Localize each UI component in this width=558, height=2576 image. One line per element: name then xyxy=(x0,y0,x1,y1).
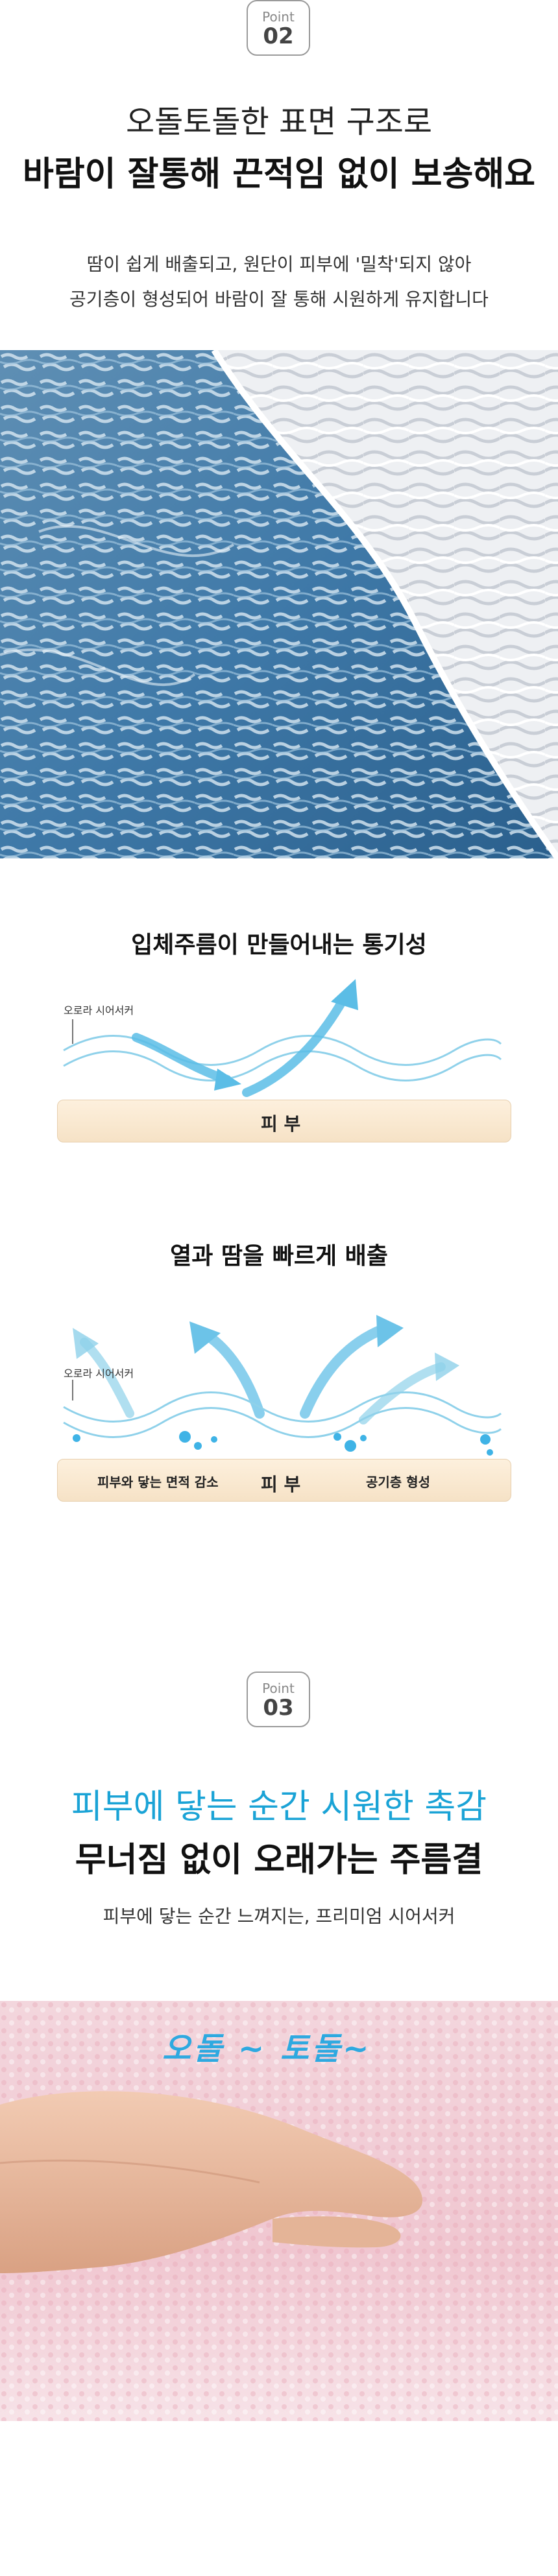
diagram2-arrows-illustration xyxy=(73,1315,459,1424)
diagram2-fabric-label: 오로라 시어서커 xyxy=(64,1367,134,1380)
diagram1-wave-illustration xyxy=(63,979,502,1097)
point-badge-number: 03 xyxy=(263,1695,294,1721)
diagram1-title: 입체주름이 만들어내는 통기성 xyxy=(131,932,427,958)
diagram2-title: 열과 땀을 빠르게 배출 xyxy=(170,1243,388,1270)
point2-heading-line2: 바람이 잘통해 끈적임 없이 보송해요 xyxy=(22,155,535,194)
point3-heading-line1: 피부에 닿는 순간 시원한 촉감 xyxy=(71,1788,487,1826)
point-badge-label: Point xyxy=(262,1681,295,1696)
point-badge-03: Point 03 xyxy=(247,1672,310,1727)
point2-heading-line1: 오돌토돌한 표면 구조로 xyxy=(125,104,433,140)
point-badge-label: Point xyxy=(262,9,295,25)
hand-on-fabric-illustration xyxy=(0,2001,558,2421)
point3-desc: 피부에 닿는 순간 느껴지는, 프리미엄 시어서커 xyxy=(103,1906,455,1927)
diagram2-skin-right-label: 공기층 형성 xyxy=(366,1474,430,1490)
photo-caption: 오돌 ~ 토돌~ xyxy=(162,2031,372,2067)
point2-desc-line2: 공기층이 형성되어 바람이 잘 통해 시원하게 유지합니다 xyxy=(69,289,489,310)
diagram1-fabric-label: 오로라 시어서커 xyxy=(64,1004,134,1017)
diagram1-skin-label: 피 부 xyxy=(261,1113,301,1135)
point-badge-number: 02 xyxy=(263,23,294,49)
point3-heading-line2: 무너짐 없이 오래가는 주름결 xyxy=(75,1841,483,1880)
diagram2-wave-illustration xyxy=(63,1380,502,1456)
fabric-closeup-photo xyxy=(0,350,558,858)
diagram1-skin-bar xyxy=(57,1100,511,1142)
point-badge-02: Point 02 xyxy=(247,0,310,56)
fabric-closeup-illustration xyxy=(0,350,558,858)
point2-desc-line1: 땀이 쉽게 배출되고, 원단이 피부에 '밀착'되지 않아 xyxy=(86,254,472,275)
hand-on-fabric-photo xyxy=(0,2001,558,2421)
diagram2-skin-left-label: 피부와 닿는 면적 감소 xyxy=(97,1474,219,1490)
diagram2-skin-bar xyxy=(57,1459,511,1502)
diagram2-skin-center-label: 피 부 xyxy=(261,1474,301,1495)
